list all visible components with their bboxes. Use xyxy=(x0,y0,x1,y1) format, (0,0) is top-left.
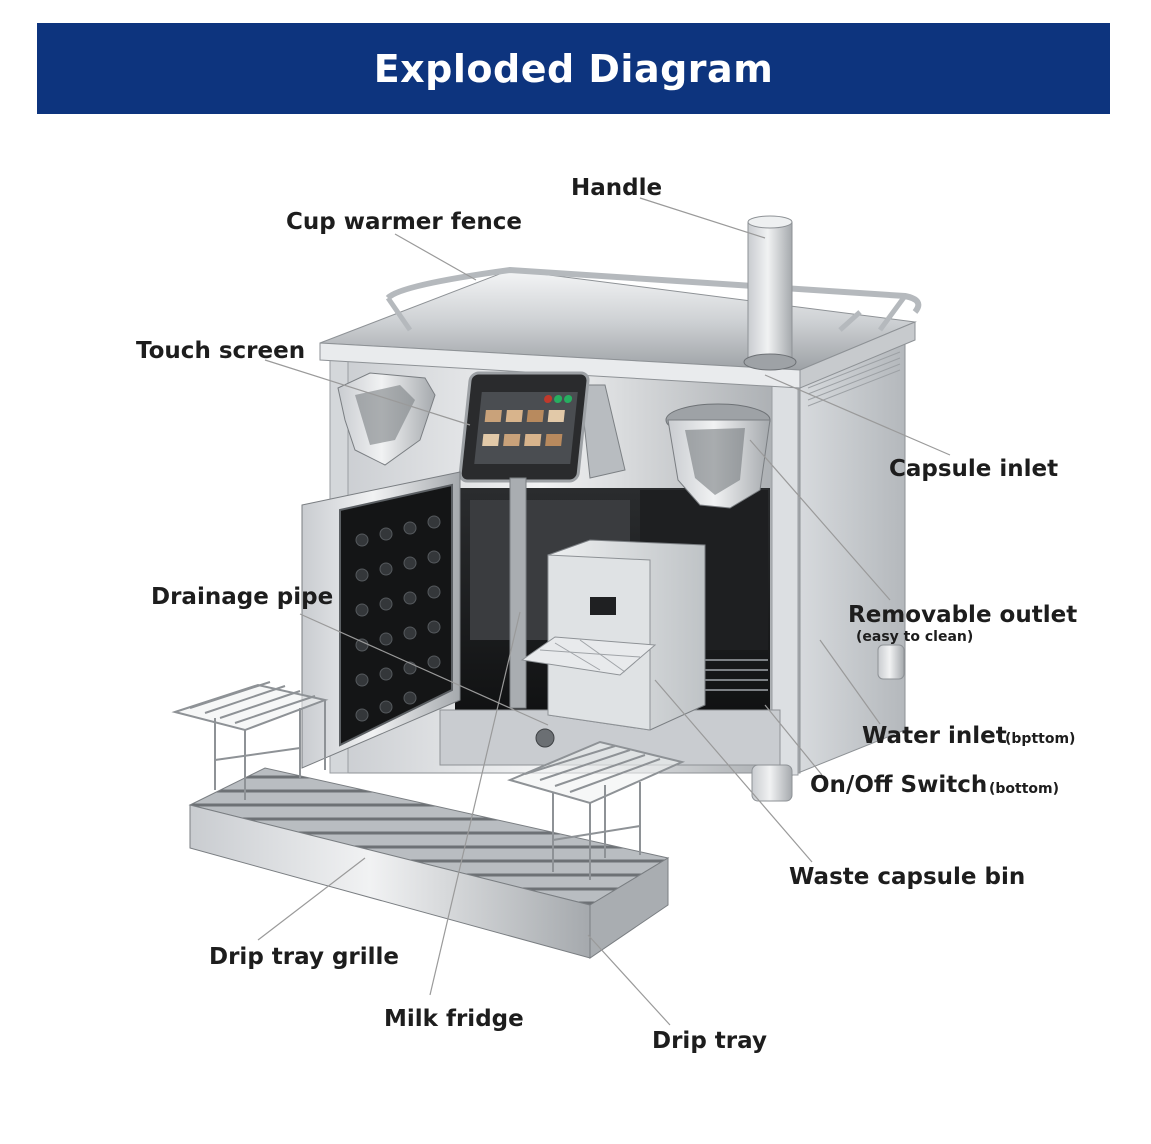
callout-removable-outlet-note: (easy to clean) xyxy=(856,629,974,645)
callout-water-inlet: Water inlet xyxy=(862,723,1007,749)
leader-waste-capsule-bin xyxy=(654,679,813,863)
handle-shaft xyxy=(747,221,793,361)
callout-on-off-switch-note: (bottom) xyxy=(989,781,1060,797)
top-side-edge xyxy=(799,321,916,389)
touch-screen-display xyxy=(474,392,578,464)
waste-capsule-bin xyxy=(520,539,706,731)
leader-capsule-inlet xyxy=(764,374,951,456)
cup-warmer-fence-rail xyxy=(385,266,922,314)
callout-milk-fridge: Milk fridge xyxy=(384,1006,524,1032)
drip-tray-grille-right xyxy=(507,740,686,880)
corner-post-right xyxy=(771,379,799,776)
capsule-hopper-right xyxy=(665,403,771,509)
callout-waste-capsule-bin: Waste capsule bin xyxy=(789,864,1026,890)
cavity-grate xyxy=(705,659,768,691)
callout-cup-warmer-fence: Cup warmer fence xyxy=(286,209,522,235)
milk-fridge-door xyxy=(301,471,461,769)
bin-handle-slot xyxy=(590,597,616,615)
leader-drainage-pipe xyxy=(299,613,549,726)
callout-drainage-pipe: Drainage pipe xyxy=(151,584,334,610)
capsule-hopper-left xyxy=(337,372,436,466)
leader-drip-tray xyxy=(587,934,671,1026)
title-banner: Exploded Diagram xyxy=(37,23,1110,114)
touch-screen-icons xyxy=(482,395,573,446)
leader-on-off-switch xyxy=(764,704,823,776)
callout-capsule-inlet: Capsule inlet xyxy=(889,456,1059,482)
bin-tray xyxy=(520,636,657,676)
callout-water-inlet-note: (bpttom) xyxy=(1005,731,1076,747)
callout-touch-screen: Touch screen xyxy=(136,338,306,364)
milk-fridge-door-dots xyxy=(355,515,441,722)
callout-handle: Handle xyxy=(571,175,663,201)
leader-lines xyxy=(257,197,951,1026)
drip-tray-side xyxy=(589,857,669,959)
foot-back-right xyxy=(877,644,905,680)
on-off-switch-knob xyxy=(535,728,555,748)
leader-touch-screen xyxy=(264,359,471,426)
leader-drip-tray-grille xyxy=(257,857,366,941)
drip-tray xyxy=(188,767,670,959)
drip-tray-grille-left xyxy=(171,681,329,800)
touch-screen xyxy=(458,371,626,709)
page-title: Exploded Diagram xyxy=(373,46,774,91)
callout-drip-tray-grille: Drip tray grille xyxy=(209,944,399,970)
leader-water-inlet xyxy=(819,639,881,725)
leader-handle xyxy=(639,197,766,239)
leader-milk-fridge xyxy=(429,611,521,996)
handle xyxy=(743,215,797,371)
foot-front-right xyxy=(751,764,793,802)
callout-on-off-switch: On/Off Switch xyxy=(810,772,988,798)
leader-cup-warmer-fence xyxy=(394,233,477,281)
callout-drip-tray: Drip tray xyxy=(652,1028,767,1054)
leader-removable-outlet xyxy=(749,439,891,601)
callout-removable-outlet: Removable outlet xyxy=(848,602,1078,628)
